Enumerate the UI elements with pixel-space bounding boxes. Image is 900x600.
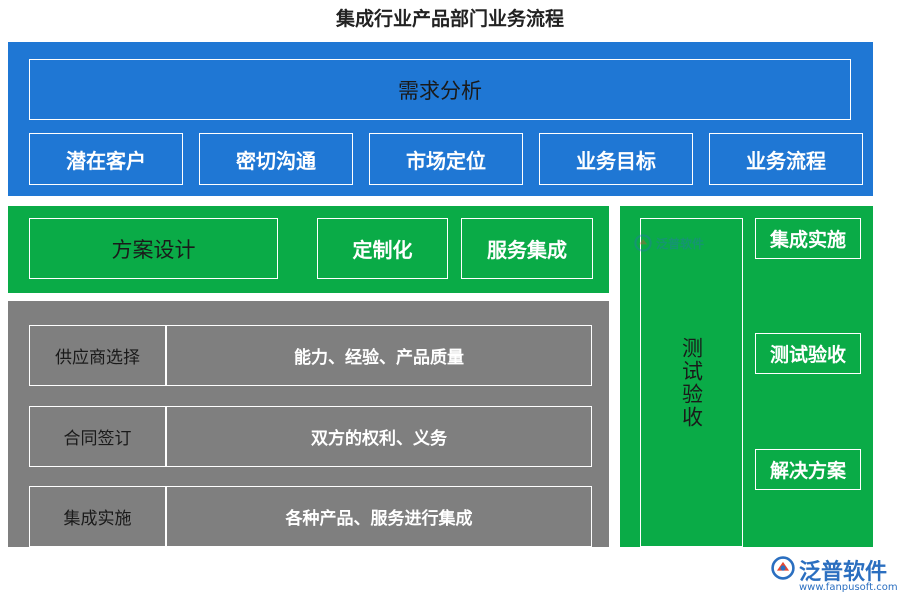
brand-logo-icon — [771, 556, 795, 580]
supplier-row-label: 供应商选择 — [29, 325, 166, 386]
supplier-row-value: 能力、经验、产品质量 — [166, 325, 592, 386]
testing-column: 测试验收 — [640, 218, 743, 547]
brand-watermark: 泛普软件 www.fanpusoft.com — [768, 553, 898, 597]
design-item-customization: 定制化 — [317, 218, 448, 279]
testing-watermark: 泛普软件 — [634, 234, 704, 252]
testing-watermark-text: 泛普软件 — [656, 236, 705, 251]
brand-name: 泛普软件 — [799, 560, 888, 585]
testing-item-acceptance: 测试验收 — [755, 333, 861, 374]
testing-panel: 测试验收 泛普软件 集成实施 测试验收 解决方案 — [620, 206, 873, 547]
implementation-row-value: 各种产品、服务进行集成 — [166, 486, 592, 547]
brand-url: www.fanpusoft.com — [799, 582, 898, 593]
demand-item-business-process: 业务流程 — [709, 133, 863, 185]
demand-item-potential-customers: 潜在客户 — [29, 133, 183, 185]
design-panel: 方案设计 定制化 服务集成 — [8, 206, 609, 293]
demand-item-business-goals: 业务目标 — [539, 133, 693, 185]
demand-panel: 需求分析 潜在客户 密切沟通 市场定位 业务目标 业务流程 — [8, 42, 873, 196]
demand-header: 需求分析 — [29, 59, 851, 120]
contract-row-label: 合同签订 — [29, 406, 166, 467]
testing-item-solution: 解决方案 — [755, 449, 861, 490]
diagram-title: 集成行业产品部门业务流程 — [335, 8, 564, 30]
design-item-service-integration: 服务集成 — [461, 218, 593, 279]
suppliers-panel: 供应商选择 能力、经验、产品质量 合同签订 双方的权利、义务 集成实施 各种产品… — [8, 301, 609, 547]
demand-item-close-communication: 密切沟通 — [199, 133, 353, 185]
testing-item-implementation: 集成实施 — [755, 218, 861, 259]
design-main: 方案设计 — [29, 218, 278, 279]
implementation-row-label: 集成实施 — [29, 486, 166, 547]
brand-logo-icon — [634, 234, 652, 252]
contract-row-value: 双方的权利、义务 — [166, 406, 592, 467]
demand-item-market-positioning: 市场定位 — [369, 133, 523, 185]
